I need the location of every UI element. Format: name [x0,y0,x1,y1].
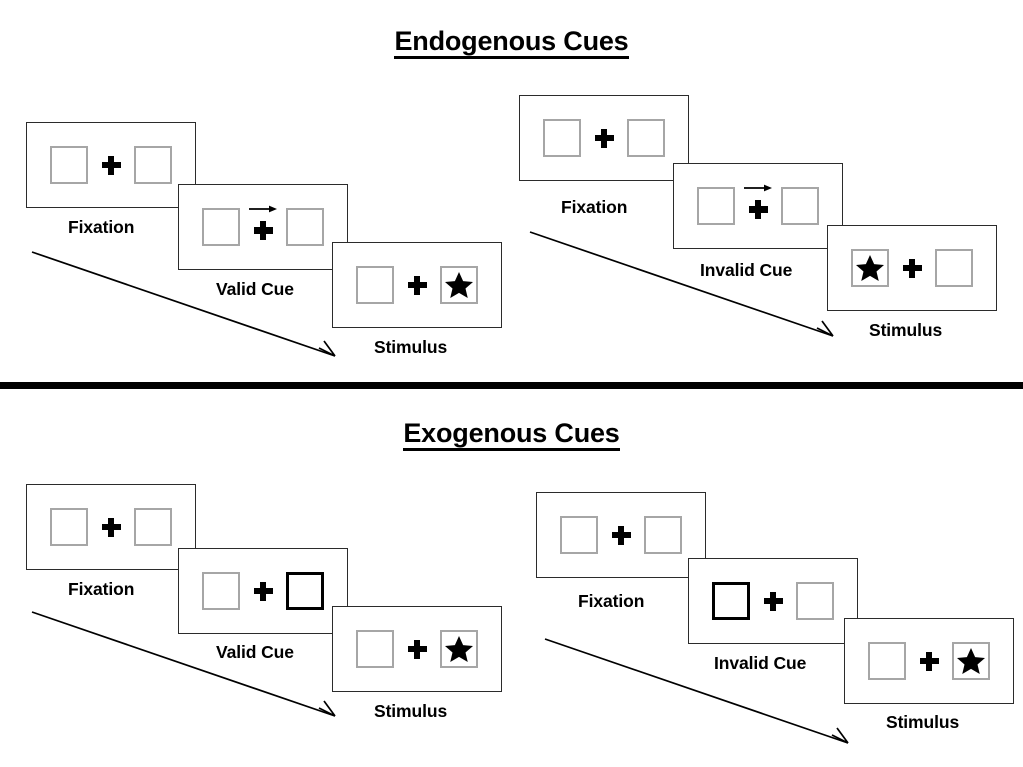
left-box [851,249,889,287]
caption-endogenous-invalid-fixation: Fixation [561,197,628,217]
frame-content [697,183,819,229]
left-box [202,572,240,610]
left-box-cued [712,582,750,620]
frame-content [50,142,172,188]
caption-exogenous-valid-cue: Valid Cue [216,642,294,662]
right-box [440,266,478,304]
plus-icon [407,275,427,295]
frame-content [202,204,324,250]
center-slot [240,568,286,614]
right-box-cued [286,572,324,610]
caption-exogenous-invalid-cue: Invalid Cue [714,653,807,673]
left-box [202,208,240,246]
caption-endogenous-invalid-stimulus: Stimulus [869,320,943,340]
star-icon [444,634,474,664]
left-box [50,146,88,184]
frame-endogenous-valid-stimulus[interactable] [332,242,502,328]
left-box [868,642,906,680]
star-icon [855,253,885,283]
right-box [134,508,172,546]
right-box [627,119,665,157]
caption-endogenous-invalid-cue: Invalid Cue [700,260,793,280]
left-box [356,266,394,304]
plus-icon [748,200,768,219]
center-slot [394,626,440,672]
frame-exogenous-invalid-fixation[interactable] [536,492,706,578]
right-box [781,187,819,225]
star-icon [444,270,474,300]
left-box [543,119,581,157]
frame-endogenous-invalid-cue[interactable] [673,163,843,249]
plus-icon [407,639,427,659]
plus-icon [763,591,783,611]
center-slot [240,204,286,250]
flow-arrow-exogenous-invalid [543,635,863,753]
section-title-endogenous-text: Endogenous Cues [394,27,629,60]
frame-exogenous-valid-cue[interactable] [178,548,348,634]
frame-exogenous-valid-fixation[interactable] [26,484,196,570]
right-box [286,208,324,246]
center-slot [735,183,781,229]
frame-endogenous-valid-fixation[interactable] [26,122,196,208]
center-slot [598,512,644,558]
arrow-right-icon [248,203,278,215]
left-box [50,508,88,546]
section-title-exogenous-text: Exogenous Cues [403,419,620,452]
arrow-right-icon [743,182,773,194]
left-box [560,516,598,554]
right-box [134,146,172,184]
plus-icon [919,651,939,671]
frame-exogenous-invalid-stimulus[interactable] [844,618,1014,704]
frame-content [712,578,834,624]
frame-content [356,626,478,672]
frame-endogenous-invalid-fixation[interactable] [519,95,689,181]
caption-exogenous-valid-stimulus: Stimulus [374,701,448,721]
frame-content [356,262,478,308]
frame-content [851,245,973,291]
frame-content [560,512,682,558]
center-slot [889,245,935,291]
right-box [644,516,682,554]
section-title-endogenous: Endogenous Cues [0,26,1023,60]
caption-exogenous-invalid-stimulus: Stimulus [886,712,960,732]
center-slot [394,262,440,308]
frame-content [543,115,665,161]
frame-exogenous-invalid-cue[interactable] [688,558,858,644]
right-box [796,582,834,620]
section-divider [0,382,1023,389]
right-box [952,642,990,680]
left-box [697,187,735,225]
caption-endogenous-valid-stimulus: Stimulus [374,337,448,357]
right-box [440,630,478,668]
frame-exogenous-valid-stimulus[interactable] [332,606,502,692]
left-box [356,630,394,668]
caption-exogenous-valid-fixation: Fixation [68,579,135,599]
frame-content [868,638,990,684]
plus-icon [101,517,121,537]
frame-endogenous-valid-cue[interactable] [178,184,348,270]
plus-icon [611,525,631,545]
caption-endogenous-valid-fixation: Fixation [68,217,135,237]
right-box [935,249,973,287]
caption-endogenous-valid-cue: Valid Cue [216,279,294,299]
center-slot [750,578,796,624]
star-icon [956,646,986,676]
plus-icon [253,581,273,601]
section-title-exogenous: Exogenous Cues [0,418,1023,452]
center-slot [88,504,134,550]
frame-content [202,568,324,614]
center-slot [906,638,952,684]
center-slot [88,142,134,188]
frame-endogenous-invalid-stimulus[interactable] [827,225,997,311]
plus-icon [594,128,614,148]
frame-content [50,504,172,550]
caption-exogenous-invalid-fixation: Fixation [578,591,645,611]
plus-icon [902,258,922,278]
center-slot [581,115,627,161]
plus-icon [253,221,273,240]
plus-icon [101,155,121,175]
